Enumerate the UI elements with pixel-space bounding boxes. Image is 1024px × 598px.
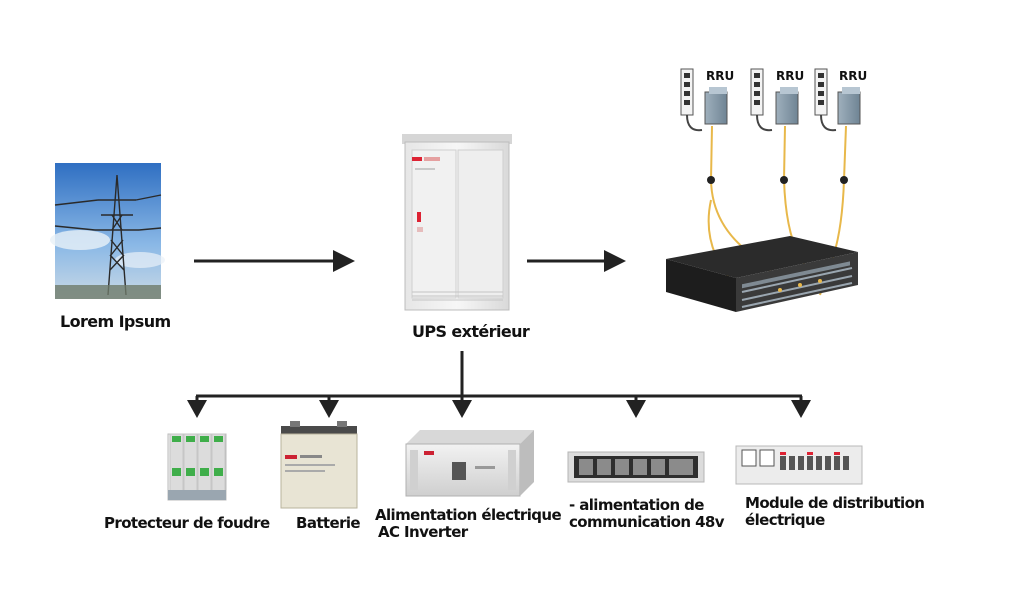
- component-label-distribution-module: Module de distribution électrique: [745, 494, 925, 529]
- rack-network-unit-icon: [666, 236, 858, 312]
- surge-protector-icon: [167, 433, 227, 501]
- rru-group-icon: [680, 68, 861, 132]
- distribution-arrowheads: [187, 400, 811, 418]
- rack-48v-power-icon: [567, 451, 705, 483]
- rru-label: RRU: [839, 69, 868, 83]
- component-label-battery: Batterie: [296, 514, 361, 532]
- outdoor-ups-cabinet-icon: [402, 134, 512, 311]
- rru-2: [750, 68, 799, 132]
- ups-label: UPS extérieur: [412, 322, 530, 341]
- power-pylon-icon: [50, 163, 165, 299]
- distribution-tree: [195, 351, 803, 403]
- battery-icon: [280, 421, 358, 509]
- flow-arrow-ups-to-bbu: [527, 250, 626, 272]
- rru-label: RRU: [706, 69, 735, 83]
- distribution-module-icon: [735, 445, 863, 485]
- rru-1: [680, 68, 728, 132]
- source-label: Lorem Ipsum: [60, 312, 171, 331]
- flow-arrow-source-to-ups: [194, 250, 355, 272]
- component-label-48v-power: - alimentation de communication 48v: [569, 496, 725, 531]
- component-label-surge-protector: Protecteur de foudre: [104, 514, 270, 532]
- rru-3: [814, 68, 861, 132]
- component-label-inverter: Alimentation électrique AC Inverter: [375, 506, 562, 541]
- rru-label: RRU: [776, 69, 805, 83]
- rack-inverter-icon: [405, 430, 534, 497]
